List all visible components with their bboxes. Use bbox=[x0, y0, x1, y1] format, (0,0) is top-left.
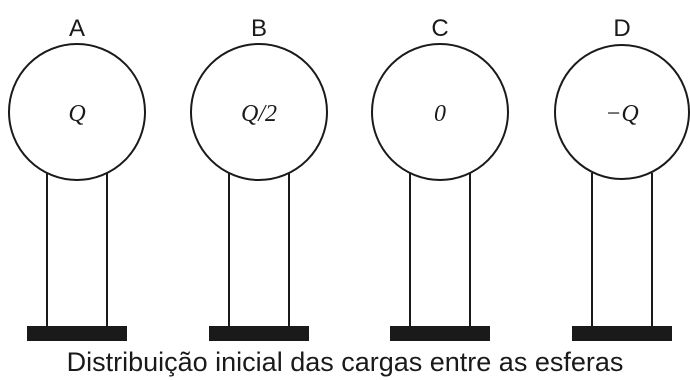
sphere-charge-b: Q/2 bbox=[241, 101, 277, 127]
stand-base-d bbox=[572, 326, 672, 341]
sphere-assembly-c: C 0 bbox=[371, 15, 509, 341]
stand-base-b bbox=[209, 326, 309, 341]
sphere-b bbox=[190, 43, 328, 181]
sphere-letter-d: D bbox=[613, 15, 630, 42]
sphere-c bbox=[371, 43, 509, 181]
sphere-letter-a: A bbox=[69, 15, 85, 42]
sphere-d bbox=[554, 44, 690, 180]
sphere-assembly-d: D −Q bbox=[554, 15, 690, 341]
sphere-charge-a: Q bbox=[68, 101, 85, 127]
sphere-charge-d: −Q bbox=[605, 101, 639, 127]
sphere-assembly-b: B Q/2 bbox=[190, 15, 328, 341]
figure-caption: Distribuição inicial das cargas entre as… bbox=[67, 347, 624, 377]
sphere-a bbox=[8, 43, 146, 181]
stand-base-a bbox=[27, 326, 127, 341]
sphere-assembly-a: A Q bbox=[8, 15, 146, 341]
sphere-letter-b: B bbox=[251, 15, 267, 42]
stand-base-c bbox=[390, 326, 490, 341]
sphere-charge-c: 0 bbox=[434, 101, 446, 127]
sphere-letter-c: C bbox=[431, 15, 448, 42]
